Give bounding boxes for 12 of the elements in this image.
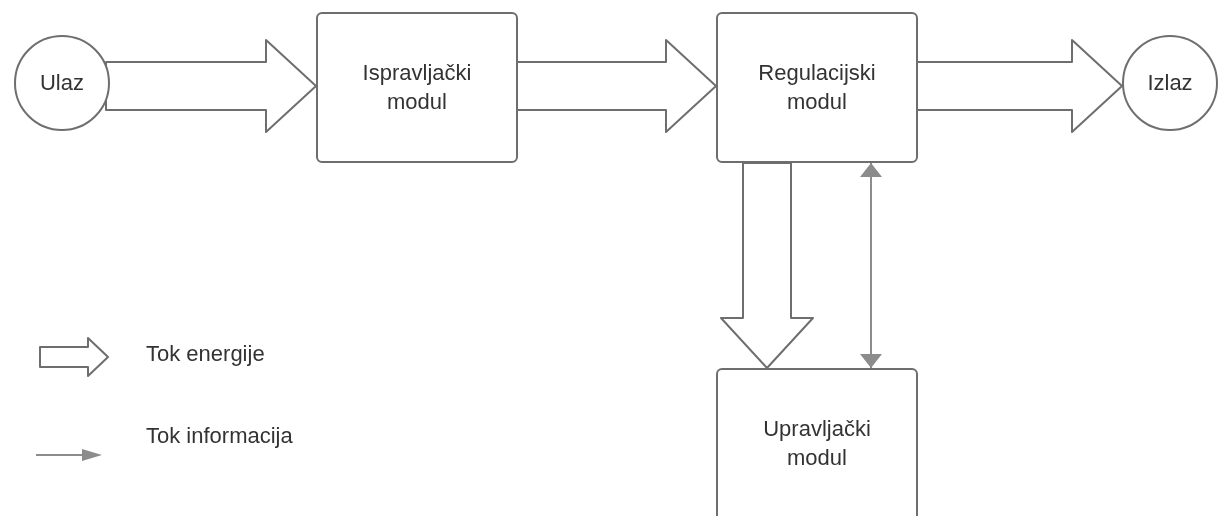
node-label: Ispravljački modul [361, 58, 473, 116]
node-label: Izlaz [1147, 68, 1193, 97]
module-box [716, 368, 918, 516]
node-label: Upravljački modul [762, 415, 872, 472]
block-arrow [720, 162, 814, 369]
module-box [316, 12, 518, 163]
node-label: Regulacijski modul [757, 58, 877, 116]
legend-label: Tok energije [146, 341, 265, 367]
node-label: Ulaz [40, 68, 84, 97]
block-arrow [105, 39, 317, 133]
module-box [716, 12, 918, 163]
legend-label: Tok informacija [146, 423, 293, 449]
